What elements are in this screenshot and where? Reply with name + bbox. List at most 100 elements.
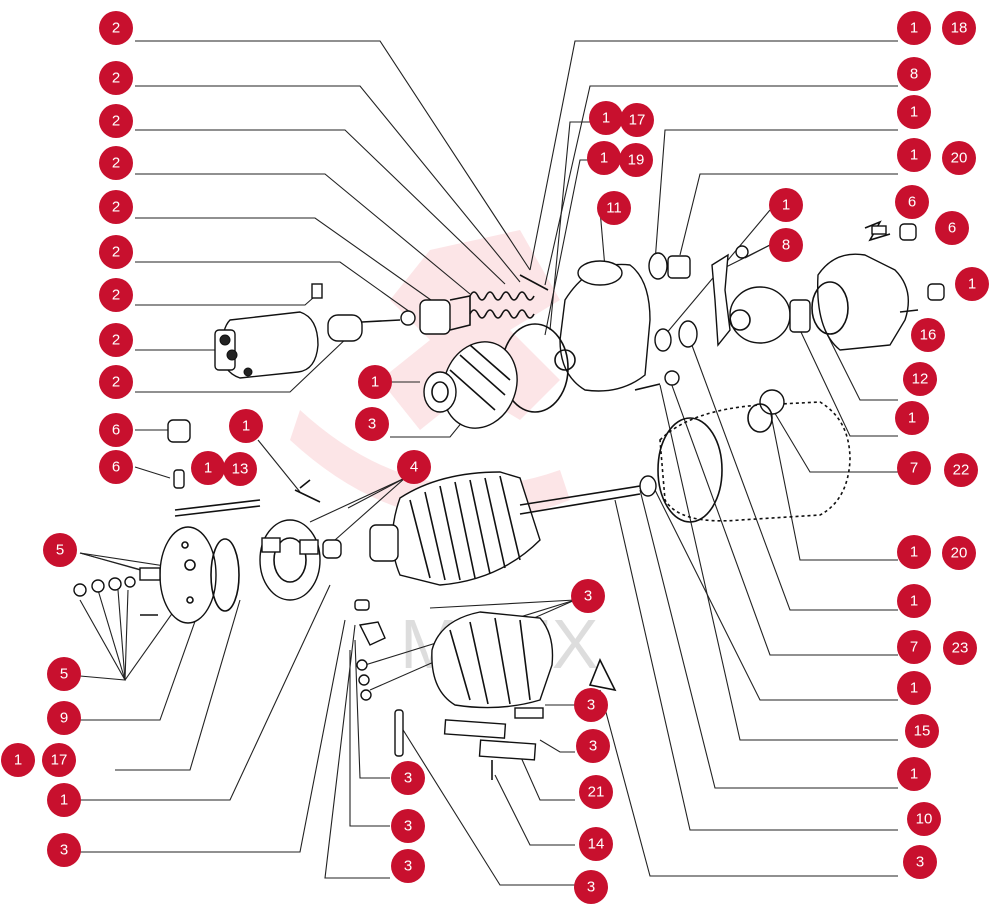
callout-badge: 3	[47, 833, 81, 867]
callout-badge: 2	[99, 365, 133, 399]
svg-text:12: 12	[912, 371, 929, 388]
svg-text:23: 23	[952, 640, 969, 657]
callout-badge: 3	[576, 729, 610, 763]
callout-badge: 15	[905, 714, 939, 748]
callout-badge: 2	[99, 190, 133, 224]
callout-badge: 6	[935, 211, 969, 245]
callout-badge: 1	[358, 365, 392, 399]
svg-text:11: 11	[606, 200, 622, 217]
callout-badge: 2	[99, 323, 133, 357]
svg-text:22: 22	[953, 462, 970, 479]
spring-coil	[469, 274, 549, 319]
svg-text:21: 21	[588, 784, 605, 801]
svg-text:6: 6	[112, 422, 120, 439]
svg-text:1: 1	[910, 147, 918, 164]
svg-text:3: 3	[584, 588, 592, 605]
callout-badge: 11	[597, 191, 631, 225]
svg-text:1: 1	[242, 418, 250, 435]
callout-badge: 21	[579, 775, 613, 809]
svg-text:5: 5	[60, 666, 68, 683]
svg-text:2: 2	[112, 20, 120, 37]
svg-text:1: 1	[910, 766, 918, 783]
callout-badge: 6	[895, 185, 929, 219]
svg-text:3: 3	[60, 842, 68, 859]
svg-text:7: 7	[910, 460, 918, 477]
callout-badge: 14	[579, 827, 613, 861]
svg-text:1: 1	[910, 593, 918, 610]
svg-text:1: 1	[600, 150, 608, 167]
svg-text:15: 15	[914, 723, 931, 740]
svg-text:1: 1	[602, 110, 610, 127]
svg-text:3: 3	[404, 770, 412, 787]
callout-badge: 3	[391, 849, 425, 883]
callout-badge: 3	[574, 870, 608, 904]
callout-badge: 1	[47, 783, 81, 817]
callout-badge: 1	[897, 671, 931, 705]
svg-text:4: 4	[410, 459, 418, 476]
callout-badge: 2	[99, 61, 133, 95]
callout-badge: 3	[391, 761, 425, 795]
callout-badge: 1	[895, 401, 929, 435]
svg-text:1: 1	[910, 544, 918, 561]
commutator-end-plate	[73, 419, 261, 624]
callout-badge: 2	[99, 11, 133, 45]
svg-text:3: 3	[916, 854, 924, 871]
callout-badge: 1 13	[191, 451, 257, 486]
callout-badge: 1	[229, 409, 263, 443]
svg-text:16: 16	[920, 327, 937, 344]
callout-badge: 10	[907, 802, 941, 836]
svg-text:6: 6	[908, 194, 916, 211]
drive-end-housing	[423, 260, 680, 429]
svg-text:1: 1	[371, 374, 379, 391]
svg-text:9: 9	[60, 710, 68, 727]
svg-text:3: 3	[587, 697, 595, 714]
svg-text:6: 6	[112, 459, 120, 476]
svg-text:3: 3	[404, 818, 412, 835]
svg-text:17: 17	[629, 112, 646, 129]
callout-badge: 4	[397, 450, 431, 484]
frame-housing	[639, 389, 851, 523]
callout-badge: 1	[897, 584, 931, 618]
callout-badge: 6	[99, 450, 133, 484]
callout-badge: 7 22	[897, 451, 978, 487]
svg-text:20: 20	[951, 545, 968, 562]
svg-text:19: 19	[628, 152, 645, 169]
svg-text:17: 17	[51, 752, 68, 769]
svg-text:10: 10	[916, 811, 933, 828]
callout-badge: 1	[897, 757, 931, 791]
svg-text:2: 2	[112, 332, 120, 349]
svg-text:3: 3	[587, 879, 595, 896]
svg-text:1: 1	[910, 680, 918, 697]
callout-badge: 2	[99, 146, 133, 180]
svg-text:2: 2	[112, 374, 120, 391]
callout-badge: 6	[99, 413, 133, 447]
svg-text:3: 3	[368, 416, 376, 433]
callout-badge: 8	[769, 228, 803, 262]
callout-badge: 1	[769, 188, 803, 222]
svg-text:5: 5	[56, 542, 64, 559]
callout-badge: 1	[897, 95, 931, 129]
svg-text:18: 18	[951, 20, 968, 37]
callout-badge: 1 19	[587, 141, 653, 177]
solenoid-assembly	[214, 283, 471, 379]
svg-text:7: 7	[910, 639, 918, 656]
svg-text:3: 3	[589, 738, 597, 755]
callout-badge: 9	[47, 701, 81, 735]
svg-text:1: 1	[60, 792, 68, 809]
armature	[369, 471, 641, 586]
svg-text:2: 2	[112, 199, 120, 216]
svg-text:13: 13	[232, 461, 249, 478]
svg-text:1: 1	[910, 104, 918, 121]
svg-text:2: 2	[112, 70, 120, 87]
svg-text:1: 1	[968, 276, 976, 293]
callout-badge: 1	[955, 267, 989, 301]
svg-text:6: 6	[948, 220, 956, 237]
callout-badge: 5	[43, 533, 77, 567]
callout-badge: 3	[355, 407, 389, 441]
callout-badge: 2	[99, 235, 133, 269]
pinion-and-lever	[648, 245, 811, 352]
svg-text:1: 1	[204, 460, 212, 477]
